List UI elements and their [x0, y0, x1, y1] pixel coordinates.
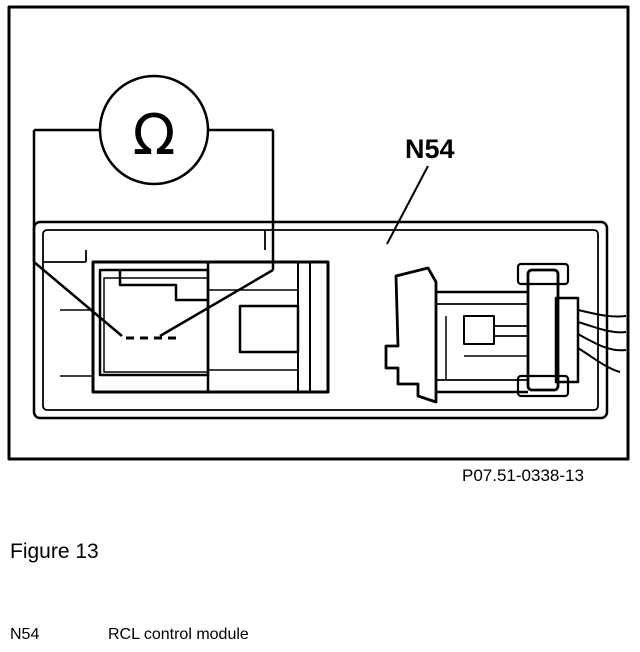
callout-leader-line — [386, 165, 429, 245]
ohmmeter-circle — [98, 74, 210, 186]
legend-code: N54 — [10, 626, 40, 643]
reference-code: P07.51-0338-13 — [462, 466, 584, 485]
component-callout: N54 — [405, 134, 455, 164]
figure-label: Figure 13 — [10, 540, 99, 563]
plug-connector — [384, 262, 580, 404]
wire-harness — [577, 309, 627, 373]
connector-socket — [60, 260, 330, 394]
module-diagram: Ω — [7, 5, 630, 461]
ohm-symbol: Ω — [133, 103, 176, 168]
module-housing — [32, 220, 609, 420]
legend-description: RCL control module — [108, 626, 249, 643]
outer-frame — [7, 5, 630, 461]
